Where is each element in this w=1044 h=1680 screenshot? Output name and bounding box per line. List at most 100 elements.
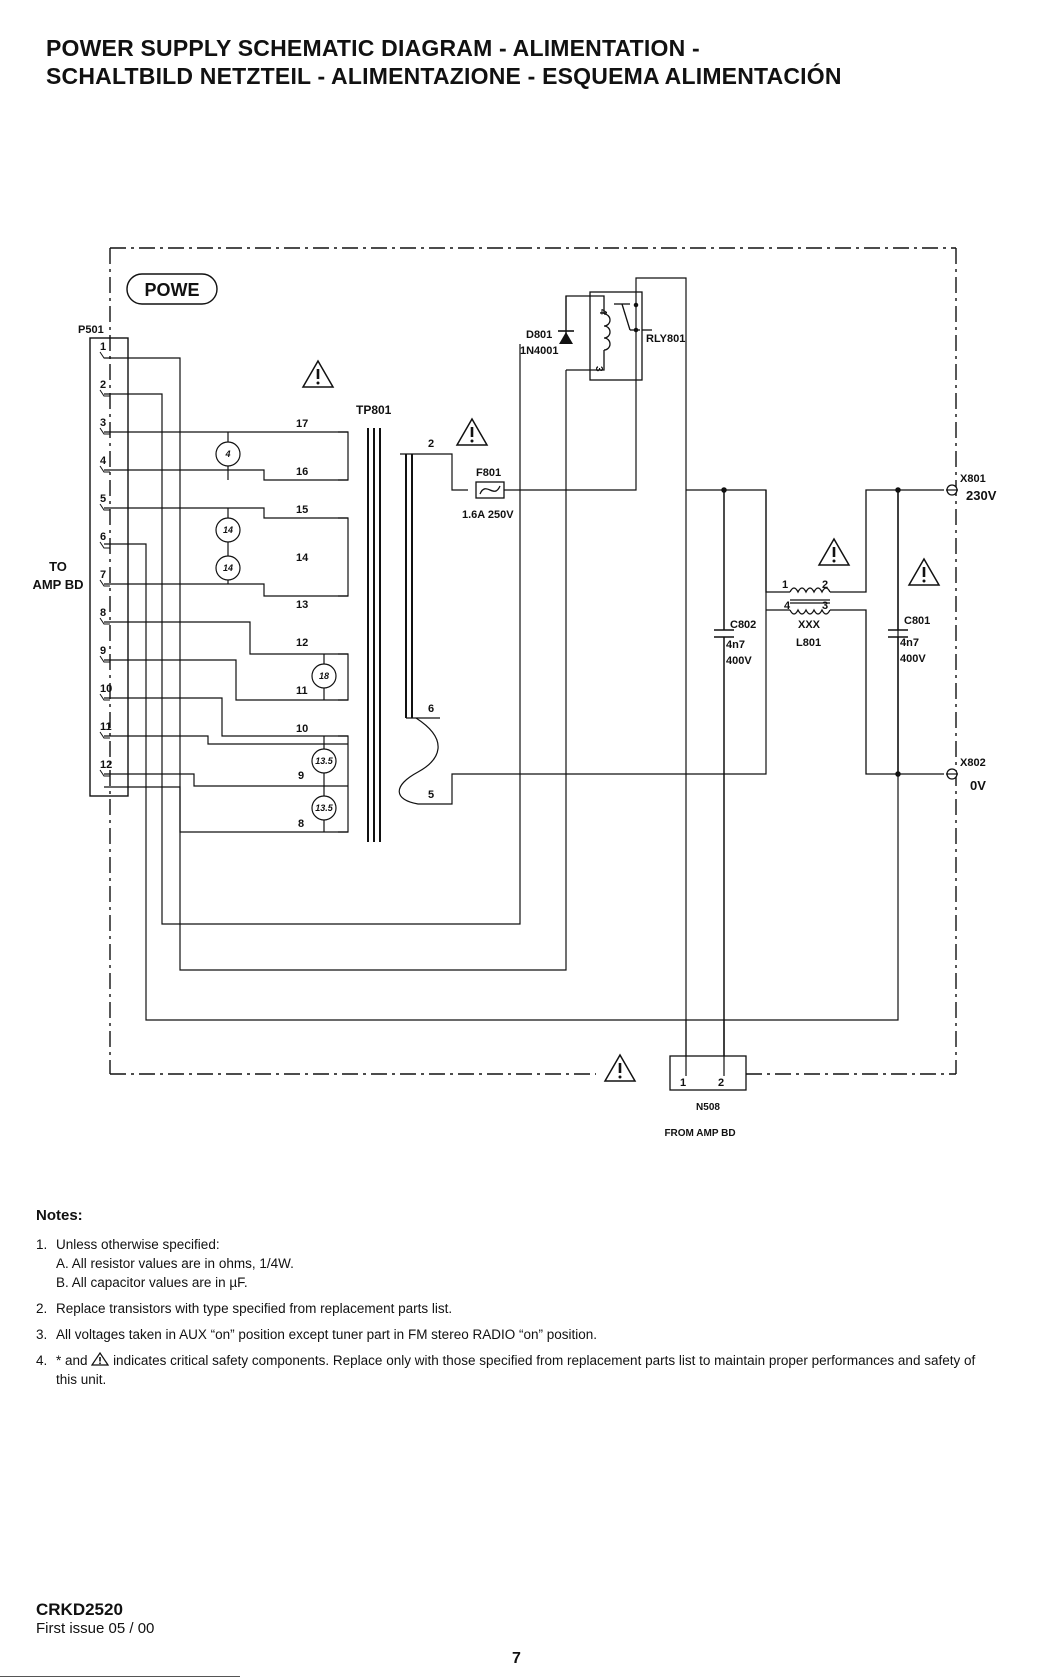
note-text: Unless otherwise specified: (56, 1237, 220, 1252)
svg-text:3: 3 (593, 366, 604, 372)
svg-text:0V: 0V (970, 778, 986, 793)
svg-text:POWE: POWE (144, 280, 199, 300)
p501-pin-label: 7 (100, 569, 106, 581)
p501-pin-stub (99, 579, 110, 587)
mains-terminal-x802: X802 0V (946, 757, 986, 793)
warning-icon (301, 359, 335, 389)
svg-text:AMP BD: AMP BD (32, 577, 83, 592)
capacitor-c802 (714, 487, 734, 1060)
p501-pin-label: 5 (100, 493, 106, 505)
svg-text:P501: P501 (78, 324, 104, 336)
svg-text:3: 3 (822, 600, 828, 612)
inductor-labels: 1 2 3 4 XXX L801 (782, 537, 851, 649)
svg-text:1: 1 (782, 579, 788, 591)
svg-text:13.5: 13.5 (315, 756, 334, 766)
p501-pin-stub (99, 655, 110, 663)
svg-text:5: 5 (428, 789, 434, 801)
bottom-rule (0, 1676, 240, 1677)
c801-voltage: 400V (900, 653, 926, 665)
c801-value: 4n7 (900, 637, 919, 649)
svg-text:230V: 230V (966, 488, 997, 503)
note-text-after: indicates critical safety components. Re… (56, 1353, 976, 1387)
p501-pin-label: 11 (100, 721, 112, 733)
issue-date: First issue 05 / 00 (36, 1620, 155, 1637)
p501-pin-label: 8 (100, 607, 106, 619)
p501-pin-stub (99, 617, 110, 625)
p501-pin-label: 12 (100, 759, 112, 771)
svg-text:18: 18 (319, 671, 329, 681)
note-number: 1. (36, 1237, 48, 1252)
svg-text:14: 14 (223, 563, 233, 573)
svg-text:13: 13 (296, 599, 308, 611)
secondary-voltage-markers (215, 432, 337, 832)
transformer-ref: TP801 (356, 403, 392, 417)
p501-pin-label: 3 (100, 417, 106, 429)
page-title-line-1: POWER SUPPLY SCHEMATIC DIAGRAM - ALIMENT… (46, 35, 700, 61)
svg-text:X802: X802 (960, 757, 986, 769)
warning-icon (91, 1352, 110, 1366)
p501-pin-stub (99, 769, 110, 777)
notes-section: Notes: 1. Unless otherwise specified: A.… (36, 1206, 976, 1396)
svg-text:N508: N508 (696, 1102, 720, 1113)
svg-text:RLY801: RLY801 (646, 333, 685, 345)
note-subitem-a: A. All resistor values are in ohms, 1/4W… (56, 1256, 294, 1271)
p501-pin-stub (99, 389, 110, 397)
svg-text:4: 4 (597, 309, 608, 315)
page-number: 7 (512, 1650, 521, 1667)
svg-text:15: 15 (296, 504, 308, 516)
c802-value: 4n7 (726, 639, 745, 651)
note-text: All voltages taken in AUX “on” position … (56, 1327, 598, 1342)
svg-text:2: 2 (718, 1077, 724, 1089)
svg-text:9: 9 (298, 770, 304, 782)
svg-text:L801: L801 (796, 637, 821, 649)
svg-text:12: 12 (296, 637, 308, 649)
transformer-secondary-pins: 17 16 15 14 13 12 11 10 9 8 (296, 418, 309, 830)
svg-text:2: 2 (822, 579, 828, 591)
svg-text:1.6A 250V: 1.6A 250V (462, 509, 514, 521)
svg-text:1: 1 (680, 1077, 686, 1089)
notes-title: Notes: (36, 1207, 83, 1224)
p501-pin-label: 2 (100, 379, 106, 391)
note-4: 4. * and indicates critical safety compo… (36, 1351, 976, 1389)
primary-wiring (398, 277, 767, 1060)
p501-wiring (104, 344, 899, 1021)
note-number: 3. (36, 1327, 48, 1342)
fuse-f801: F801 1.6A 250V (455, 417, 514, 521)
c802-ref: C802 (730, 619, 756, 631)
p501-pin-label: 9 (100, 645, 106, 657)
p501-pin-stub (99, 731, 110, 739)
model-number: CRKD2520 (36, 1600, 123, 1619)
page-title-line-2: SCHALTBILD NETZTEIL - ALIMENTAZIONE - ES… (46, 63, 842, 89)
svg-text:2: 2 (428, 438, 434, 450)
p501-pin-label: 6 (100, 531, 106, 543)
page-footer: CRKD2520 First issue 05 / 00 (36, 1600, 154, 1638)
board-outline (109, 247, 957, 1075)
note-text: Replace transistors with type specified … (56, 1301, 453, 1316)
c802-voltage: 400V (726, 655, 752, 667)
p501-pin-stub (99, 541, 110, 549)
note-text-before: * and (56, 1353, 88, 1368)
relay-labels: 4 3 RLY801 (593, 309, 685, 372)
svg-text:FROM AMP BD: FROM AMP BD (664, 1128, 735, 1139)
svg-text:10: 10 (296, 723, 308, 735)
svg-text:4: 4 (224, 449, 230, 459)
p501-pin-label: 4 (100, 455, 107, 467)
relay-rly801 (565, 291, 652, 381)
svg-text:14: 14 (296, 552, 309, 564)
mains-terminal-x801: X801 230V (946, 473, 997, 503)
inductor-l801 (765, 489, 944, 775)
primary-pin-labels: 2 6 5 (428, 438, 434, 801)
capacitor-c801 (888, 487, 908, 777)
svg-text:6: 6 (428, 703, 434, 715)
svg-text:1N4001: 1N4001 (520, 345, 559, 357)
svg-text:8: 8 (298, 818, 304, 830)
svg-text:X801: X801 (960, 473, 986, 485)
note-1: 1. Unless otherwise specified: A. All re… (36, 1235, 976, 1292)
secondary-voltage-labels: 4 14 14 18 13.5 13.5 (223, 449, 334, 813)
svg-text:XXX: XXX (798, 619, 821, 631)
warning-icon (603, 1053, 637, 1083)
c801-ref: C801 (904, 615, 930, 627)
